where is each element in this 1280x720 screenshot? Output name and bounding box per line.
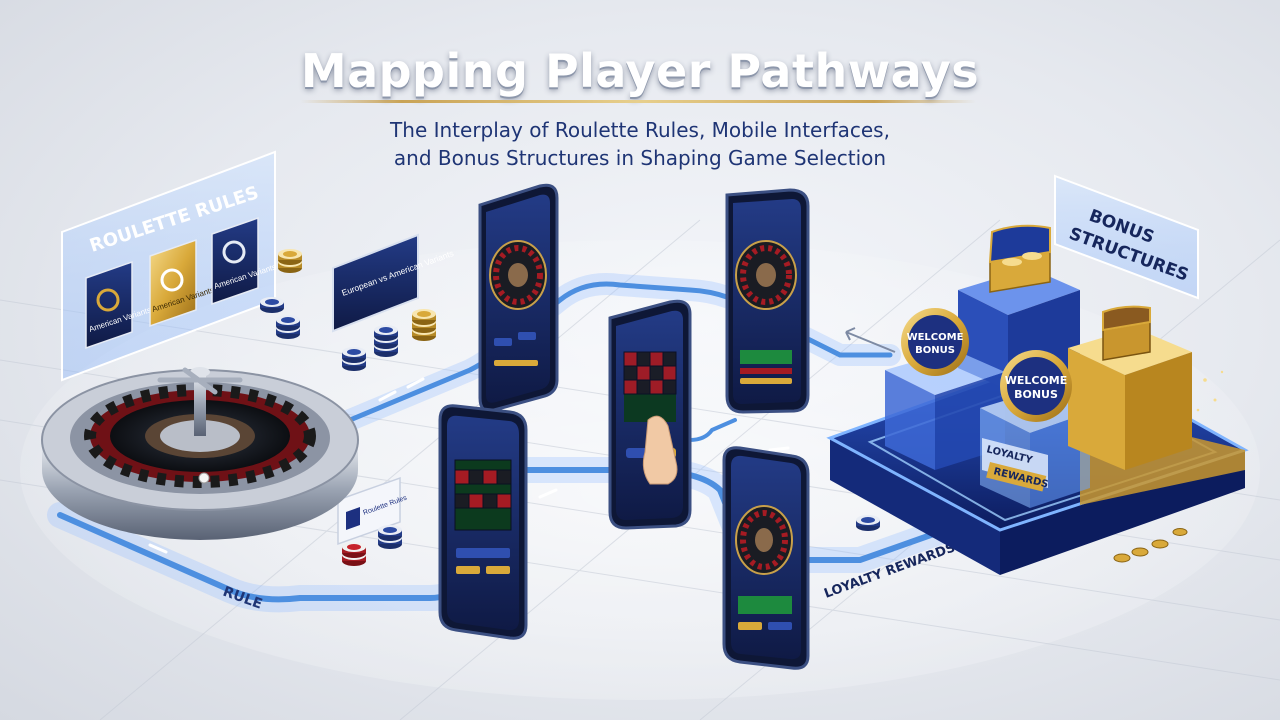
roulette-wheel	[41, 367, 359, 540]
roulette-ball	[198, 472, 210, 484]
treasure-chest-icon	[988, 224, 1051, 293]
welcome-bonus-badge-1: WELCOME BONUS	[901, 308, 969, 376]
welcome-bonus-1-line1: WELCOME	[907, 332, 964, 343]
roulette-rules-panel: ROULETTE RULES American Variants America…	[61, 150, 277, 382]
phone-3	[608, 299, 692, 530]
arrow-icon	[845, 327, 896, 353]
phone-1	[478, 183, 559, 413]
subtitle-line-2: and Bonus Structures in Shaping Game Sel…	[393, 146, 887, 170]
chip-icon	[96, 288, 120, 312]
hand-pointer-icon	[642, 415, 678, 485]
subtitle-line-1: The Interplay of Roulette Rules, Mobile …	[390, 118, 890, 142]
welcome-bonus-2-line2: BONUS	[1014, 388, 1058, 401]
title-divider	[300, 100, 976, 103]
chip-icon	[222, 240, 246, 264]
welcome-bonus-1-line2: BONUS	[915, 345, 955, 356]
welcome-bonus-2-line1: WELCOME	[1005, 374, 1068, 387]
bonus-structures-panel: BONUS STRUCTURES	[1054, 174, 1199, 300]
phone-2	[725, 188, 810, 414]
phone-4	[438, 404, 528, 640]
gold-coins	[1113, 370, 1224, 563]
chip-icon	[160, 268, 184, 292]
page-title: Mapping Player Pathways	[300, 44, 980, 98]
welcome-bonus-badge-2: WELCOME BONUS	[1000, 350, 1072, 422]
phone-5	[722, 446, 810, 670]
treasure-chest-icon	[1102, 305, 1151, 361]
